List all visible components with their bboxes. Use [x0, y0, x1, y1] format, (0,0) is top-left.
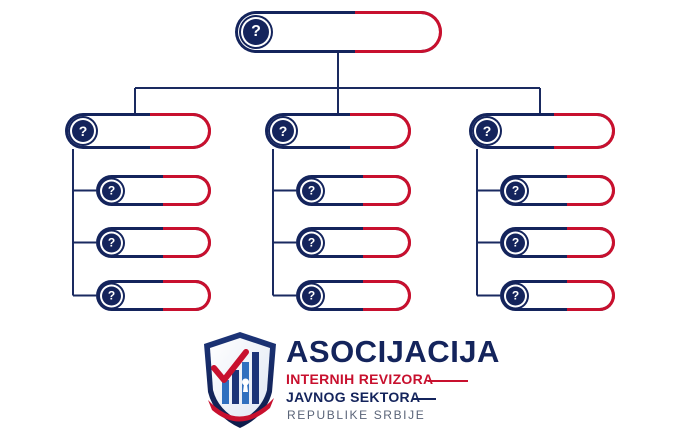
question-mark-icon: ? — [506, 286, 525, 305]
question-mark-icon: ? — [102, 181, 121, 200]
logo-line-2: JAVNOG SEKTORA — [286, 389, 421, 405]
question-mark-icon: ? — [272, 120, 294, 142]
node-red-accent — [363, 227, 411, 258]
node-red-accent — [163, 227, 211, 258]
branch-node-2: ? — [265, 113, 411, 149]
logo-navy-rule — [412, 398, 436, 400]
child-node-2-2: ? — [296, 227, 411, 258]
branch-node-3: ? — [469, 113, 615, 149]
child-node-1-1: ? — [96, 175, 211, 206]
node-red-accent — [163, 280, 211, 311]
node-red-accent — [554, 113, 615, 149]
node-red-accent — [567, 175, 615, 206]
question-mark-icon: ? — [102, 233, 121, 252]
question-mark-icon: ? — [506, 233, 525, 252]
node-red-accent — [150, 113, 211, 149]
question-mark-icon: ? — [302, 233, 321, 252]
root-node: ? — [235, 11, 442, 53]
node-red-accent — [163, 175, 211, 206]
child-node-3-1: ? — [500, 175, 615, 206]
child-node-3-2: ? — [500, 227, 615, 258]
child-node-2-3: ? — [296, 280, 411, 311]
node-red-accent — [567, 227, 615, 258]
child-node-1-3: ? — [96, 280, 211, 311]
question-mark-icon: ? — [72, 120, 94, 142]
child-node-2-1: ? — [296, 175, 411, 206]
question-mark-icon: ? — [506, 181, 525, 200]
child-node-1-2: ? — [96, 227, 211, 258]
node-red-accent — [355, 11, 442, 53]
child-node-3-3: ? — [500, 280, 615, 311]
branch-node-1: ? — [65, 113, 211, 149]
logo-line-3: REPUBLIKE SRBIJE — [287, 408, 426, 422]
question-mark-icon: ? — [302, 286, 321, 305]
logo-line-1: INTERNIH REVIZORA — [286, 371, 434, 387]
node-red-accent — [350, 113, 411, 149]
node-red-accent — [363, 175, 411, 206]
logo-name: ASOCIJACIJA — [286, 334, 500, 369]
node-red-accent — [567, 280, 615, 311]
question-mark-icon: ? — [476, 120, 498, 142]
question-mark-icon: ? — [243, 19, 269, 45]
node-red-accent — [363, 280, 411, 311]
shield-icon — [204, 332, 276, 428]
question-mark-icon: ? — [102, 286, 121, 305]
logo-red-rule — [428, 380, 468, 382]
question-mark-icon: ? — [302, 181, 321, 200]
